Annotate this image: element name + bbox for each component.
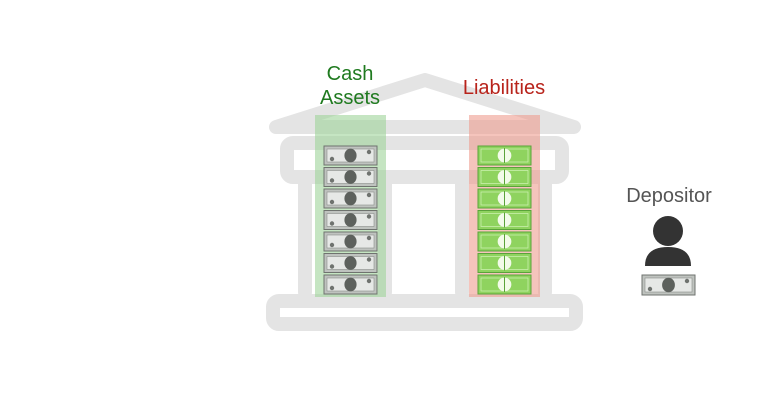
liability-note-stack bbox=[477, 145, 532, 295]
dollar-bill-icon bbox=[323, 188, 378, 209]
dollar-bill-icon bbox=[323, 167, 378, 187]
deposit-note-icon bbox=[477, 231, 532, 252]
dollar-bill-icon bbox=[323, 253, 378, 273]
depositor-label: Depositor bbox=[626, 185, 712, 207]
person-icon bbox=[645, 216, 691, 266]
deposit-note-icon bbox=[477, 253, 532, 273]
dollar-bill-icon bbox=[323, 145, 378, 166]
deposit-note-icon bbox=[477, 145, 532, 166]
bank-entablature bbox=[280, 136, 569, 184]
dollar-bill-icon bbox=[323, 210, 378, 230]
deposit-note-icon bbox=[477, 210, 532, 230]
bank-roof bbox=[269, 73, 581, 134]
bank-base bbox=[266, 294, 583, 331]
deposit-note-icon bbox=[477, 274, 532, 295]
cash-label-line1: Cash bbox=[326, 63, 374, 85]
depositor-cash bbox=[641, 274, 696, 296]
cash-bill-stack bbox=[323, 145, 378, 295]
liabilities-label: Liabilities bbox=[462, 77, 546, 99]
deposit-note-icon bbox=[477, 167, 532, 187]
dollar-bill-icon bbox=[641, 274, 696, 296]
bank-building-icon bbox=[266, 73, 583, 331]
dollar-bill-icon bbox=[323, 274, 378, 295]
cash-assets-label: Cash Assets bbox=[300, 62, 400, 110]
deposit-note-icon bbox=[477, 188, 532, 209]
cash-label-line2: Assets bbox=[319, 87, 381, 109]
dollar-bill-icon bbox=[323, 231, 378, 252]
